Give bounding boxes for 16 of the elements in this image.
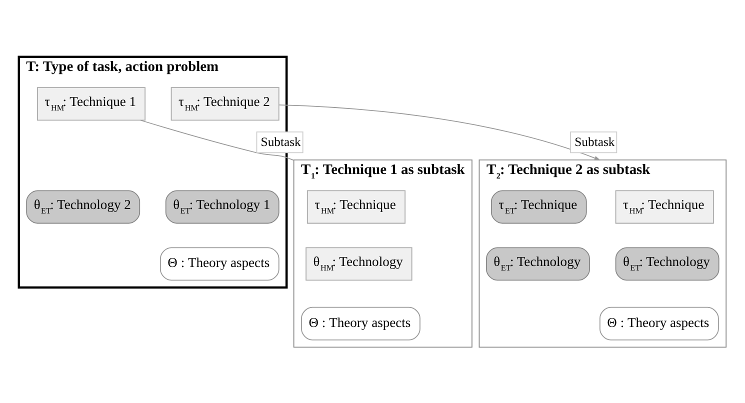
- node-box: Θ : Theory aspects: [600, 306, 719, 340]
- edge-label: Subtask: [574, 134, 615, 149]
- node-box: θ$_{ET}$: Technology: [486, 246, 590, 280]
- node-box: τ$_{HM}$: Technique: [306, 190, 406, 224]
- node-box: θ$_{ET}$: Technology 2: [26, 190, 140, 224]
- node-box: τ$_{HM}$: Technique 1: [36, 86, 146, 120]
- node-box: θ$_{HM}$: Technology: [306, 246, 412, 280]
- node-box: Θ : Theory aspects: [301, 306, 420, 340]
- node-box: θ$_{ET}$: Technology: [615, 246, 720, 280]
- node-box: τ$_{HM}$: Technique 2: [170, 86, 280, 120]
- node-box: Θ : Theory aspects: [160, 246, 280, 280]
- node-box: τ$_{HM}$: Technique: [615, 190, 714, 224]
- connector: [140, 119, 294, 160]
- arrow: [278, 104, 601, 160]
- node-box: θ$_{ET}$: Technology 1: [165, 190, 280, 224]
- node-box: τ$_{ET}$: Technique: [490, 190, 587, 224]
